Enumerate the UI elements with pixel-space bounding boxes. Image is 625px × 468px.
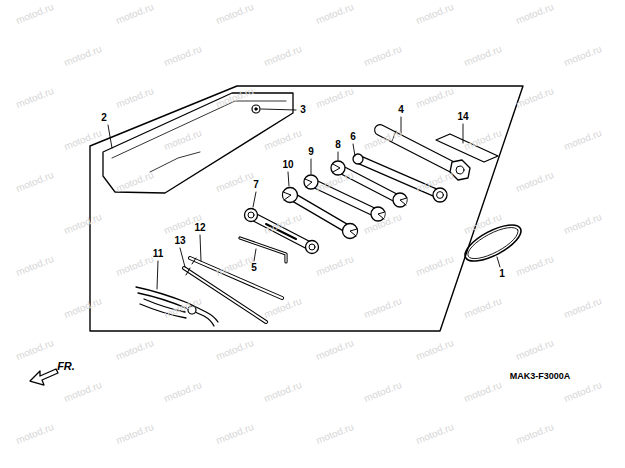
watermark: motod.ru xyxy=(15,2,55,26)
watermark: motod.ru xyxy=(563,128,603,152)
watermark: motod.ru xyxy=(263,128,303,152)
watermark: motod.ru xyxy=(215,338,255,362)
watermark: motod.ru xyxy=(563,380,603,404)
watermark: motod.ru xyxy=(563,296,603,320)
watermark: motod.ru xyxy=(315,86,355,110)
watermark: motod.ru xyxy=(315,422,355,446)
watermark: motod.ru xyxy=(215,422,255,446)
watermark: motod.ru xyxy=(415,254,455,278)
watermark: motod.ru xyxy=(463,212,503,236)
watermark: motod.ru xyxy=(315,2,355,26)
watermark: motod.ru xyxy=(163,380,203,404)
watermark: motod.ru xyxy=(415,338,455,362)
watermark: motod.ru xyxy=(415,422,455,446)
watermark: motod.ru xyxy=(315,338,355,362)
watermark: motod.ru xyxy=(563,212,603,236)
callout-number: 11 xyxy=(153,249,164,259)
watermark: motod.ru xyxy=(215,254,255,278)
watermark: motod.ru xyxy=(15,170,55,194)
watermark: motod.ru xyxy=(15,338,55,362)
watermark: motod.ru xyxy=(15,254,55,278)
watermark: motod.ru xyxy=(463,380,503,404)
callout-number: 9 xyxy=(308,147,314,157)
watermark: motod.ru xyxy=(415,86,455,110)
watermark: motod.ru xyxy=(515,422,555,446)
callout-number: 2 xyxy=(101,113,107,123)
callout-number: 6 xyxy=(350,132,356,142)
watermark: motod.ru xyxy=(263,380,303,404)
callout-number: 8 xyxy=(335,140,341,150)
callout-number: 4 xyxy=(398,105,404,115)
callout-number: 7 xyxy=(253,180,259,190)
watermark: motod.ru xyxy=(463,296,503,320)
watermark: motod.ru xyxy=(15,422,55,446)
watermark: motod.ru xyxy=(515,170,555,194)
watermark: motod.ru xyxy=(215,2,255,26)
watermark: motod.ru xyxy=(15,86,55,110)
callout-number: 10 xyxy=(282,160,293,170)
diagram-code: MAK3-F3000A xyxy=(510,372,571,381)
watermark: motod.ru xyxy=(363,44,403,68)
watermark: motod.ru xyxy=(63,380,103,404)
watermark: motod.ru xyxy=(415,2,455,26)
watermark: motod.ru xyxy=(515,254,555,278)
callout-number: 3 xyxy=(300,105,306,115)
callout-number: 1 xyxy=(499,269,505,279)
watermark: motod.ru xyxy=(115,338,155,362)
watermark: motod.ru xyxy=(315,254,355,278)
watermark: motod.ru xyxy=(563,44,603,68)
front-arrow-label: FR. xyxy=(57,361,75,372)
watermark: motod.ru xyxy=(515,338,555,362)
watermark: motod.ru xyxy=(463,44,503,68)
watermark: motod.ru xyxy=(115,254,155,278)
watermark: motod.ru xyxy=(115,2,155,26)
watermark: motod.ru xyxy=(115,422,155,446)
watermark: motod.ru xyxy=(515,2,555,26)
watermark: motod.ru xyxy=(115,86,155,110)
watermark: motod.ru xyxy=(363,380,403,404)
watermark: motod.ru xyxy=(363,296,403,320)
watermark: motod.ru xyxy=(515,86,555,110)
callout-number: 14 xyxy=(457,112,468,122)
callout-number: 13 xyxy=(174,236,185,246)
watermark: motod.ru xyxy=(215,170,255,194)
watermark: motod.ru xyxy=(63,296,103,320)
watermark: motod.ru xyxy=(263,44,303,68)
watermark: motod.ru xyxy=(63,212,103,236)
watermark: motod.ru xyxy=(63,44,103,68)
watermark: motod.ru xyxy=(63,128,103,152)
callout-number: 12 xyxy=(194,223,205,233)
watermark: motod.ru xyxy=(163,44,203,68)
